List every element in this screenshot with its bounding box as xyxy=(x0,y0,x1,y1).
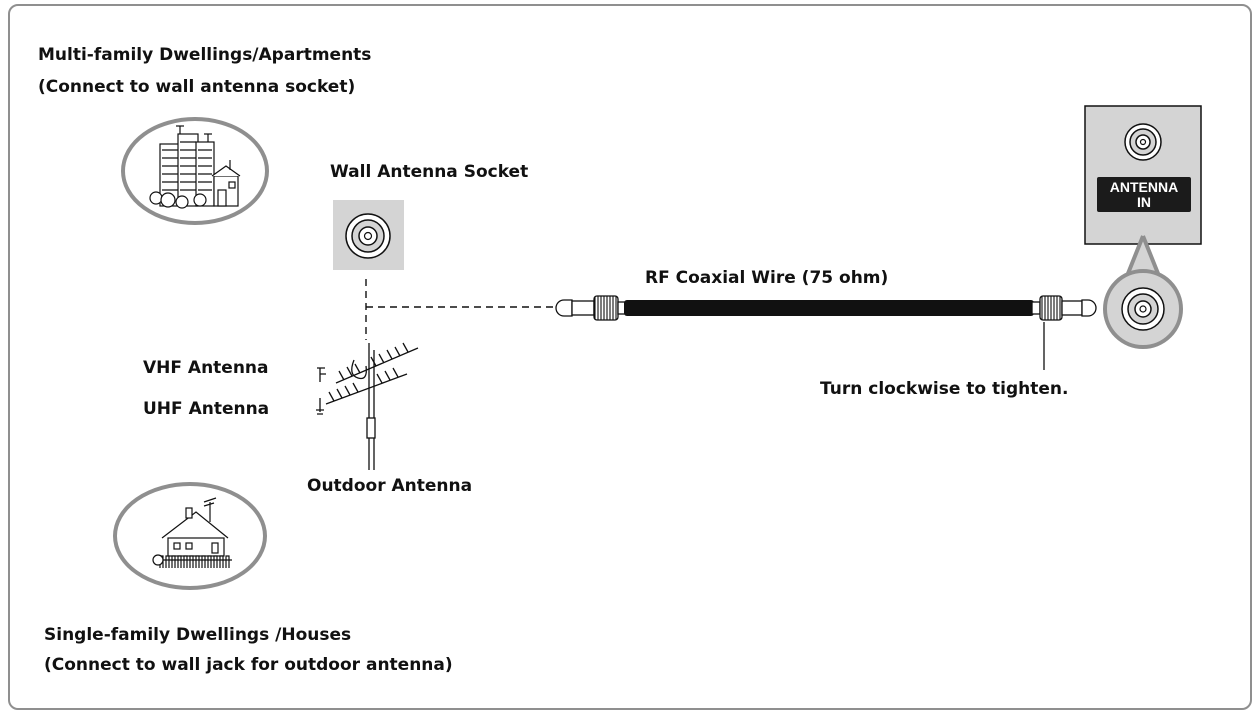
apartment-building-icon xyxy=(121,117,269,225)
wall-socket-icon xyxy=(333,200,404,270)
vhf-antenna-label: VHF Antenna xyxy=(143,358,269,378)
wall-socket-label: Wall Antenna Socket xyxy=(330,162,529,182)
uhf-antenna-label: UHF Antenna xyxy=(143,399,270,419)
rf-wire-label: RF Coaxial Wire (75 ohm) xyxy=(645,268,889,288)
house-icon xyxy=(113,482,267,590)
diagram-frame xyxy=(8,4,1252,710)
outdoor-antenna-icon xyxy=(316,342,419,470)
antenna-in-line2: IN xyxy=(1137,194,1151,210)
connection-lines xyxy=(365,279,557,340)
coax-cable xyxy=(555,295,1097,370)
apartments-note: (Connect to wall antenna socket) xyxy=(38,77,356,97)
turn-clockwise-label: Turn clockwise to tighten. xyxy=(820,379,1069,399)
houses-note: (Connect to wall jack for outdoor antenn… xyxy=(44,655,453,675)
apartments-title: Multi-family Dwellings/Apartments xyxy=(38,45,372,65)
coax-connector-icon xyxy=(1124,123,1162,161)
antenna-in-label: ANTENNA IN xyxy=(1097,177,1191,212)
zoom-callout xyxy=(1103,235,1183,349)
houses-title: Single-family Dwellings /Houses xyxy=(44,625,352,645)
tv-panel xyxy=(1084,105,1202,245)
outdoor-antenna-label: Outdoor Antenna xyxy=(307,476,473,496)
antenna-in-line1: ANTENNA xyxy=(1109,179,1179,195)
